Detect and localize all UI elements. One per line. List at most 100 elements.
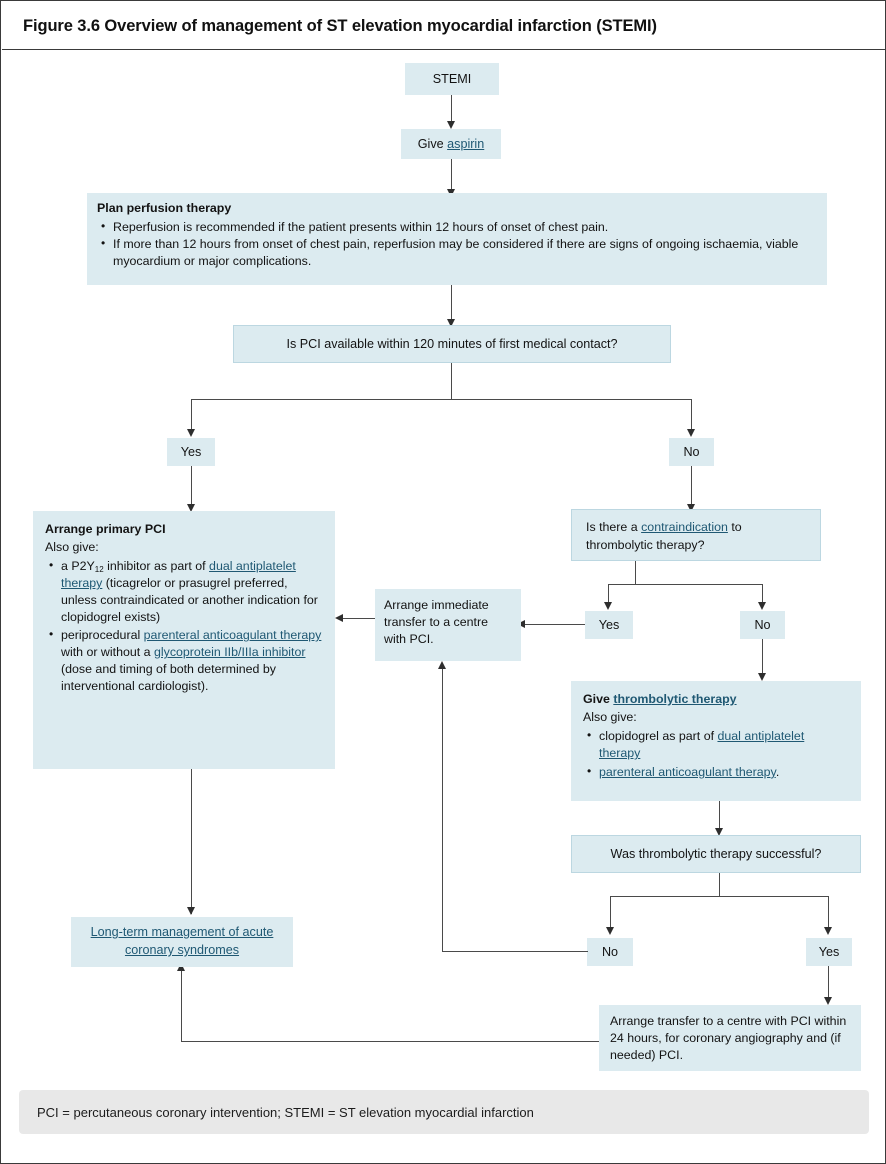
node-immediate-transfer-label: Arrange immediate transfer to a centre w… [384, 598, 489, 647]
link-dual-antiplatelet-therapy[interactable]: dual antiplatelet therapy [61, 559, 296, 591]
arrowhead-up-immediate-transfer [438, 661, 446, 669]
connector-primary-pci-to-longterm [191, 769, 193, 914]
node-yes-pci: Yes [167, 438, 215, 466]
connector-no-success-back-h [442, 951, 588, 953]
connector-yes-contra-to-transfer [525, 624, 585, 626]
node-yes-pci-label: Yes [180, 444, 202, 459]
link-glycoprotein-inhibitor[interactable]: glycoprotein IIb/IIIa inhibitor [153, 645, 306, 660]
connector-contra-split-stem [635, 561, 637, 585]
node-pci-available: Is PCI available within 120 minutes of f… [233, 325, 671, 363]
contraindication-suffix: to thrombolytic therapy? [586, 520, 742, 552]
arrowhead-down-yes-contra [604, 602, 612, 610]
node-contraindication: Is there a contraindication to thromboly… [571, 509, 821, 561]
p2y-subscript: 12 [94, 565, 104, 575]
link-aspirin[interactable]: aspirin [447, 136, 485, 151]
connector-pci-split-bar [191, 399, 692, 401]
arrowhead-down-longterm [187, 907, 195, 915]
arrowhead-down-no-contra [758, 602, 766, 610]
node-transfer-24h: Arrange transfer to a centre with PCI wi… [599, 1005, 861, 1071]
connector-transfer24-to-longterm-h [181, 1041, 599, 1043]
connector-aspirin-to-plan [451, 159, 453, 191]
node-no-success-label: No [601, 944, 619, 959]
connector-pci-split-stem [451, 363, 453, 400]
connector-no-success-back-v [442, 669, 444, 952]
footnote-text: PCI = percutaneous coronary intervention… [37, 1104, 534, 1120]
arrowhead-up-longterm [177, 963, 185, 971]
periprocedural-suffix: (dose and timing of both determined by i… [61, 661, 276, 693]
connector-pci-split-left [191, 399, 193, 431]
link-contraindication[interactable]: contraindication [641, 520, 728, 534]
connector-contra-split-left [608, 584, 610, 604]
node-stemi-label: STEMI [432, 71, 472, 86]
p2y-mid: inhibitor as part of [103, 559, 210, 574]
connector-success-split-right [828, 896, 830, 931]
arrowhead-down-no-pci [687, 429, 695, 437]
arrowhead-left-primary-pci [335, 614, 343, 622]
periprocedural-prefix: periprocedural [61, 628, 144, 643]
node-no-pci-label: No [683, 444, 700, 459]
node-plan-perfusion: Plan perfusion therapy Reperfusion is re… [87, 193, 827, 285]
node-long-term-management: Long-term management of acute coronary s… [71, 917, 293, 967]
arrowhead-down-no-success [606, 927, 614, 935]
node-yes-success: Yes [806, 938, 852, 966]
connector-yes-to-primary-pci [191, 466, 193, 508]
node-no-success: No [587, 938, 633, 966]
connector-plan-to-pci-question [451, 285, 453, 323]
primary-pci-subtitle: Also give: [45, 539, 99, 554]
node-yes-success-label: Yes [818, 944, 840, 959]
thrombolytic-subtitle: Also give: [583, 709, 637, 724]
parenteral-suffix: . [775, 764, 780, 779]
thrombolytic-title: Give thrombolytic therapy [583, 691, 849, 708]
link-long-term-management[interactable]: Long-term management of acute coronary s… [90, 925, 274, 957]
primary-pci-title: Arrange primary PCI [45, 522, 166, 536]
link-thrombolytic-therapy[interactable]: thrombolytic therapy [613, 692, 737, 706]
node-transfer-24h-label: Arrange transfer to a centre with PCI wi… [610, 1014, 847, 1063]
connector-thrombolytic-to-success [719, 801, 721, 833]
thrombolytic-bullets: clopidogrel as part of dual antiplatelet… [583, 727, 849, 781]
node-no-contra-label: No [754, 617, 771, 632]
node-give-thrombolytic: Give thrombolytic therapy Also give: clo… [571, 681, 861, 801]
node-stemi: STEMI [405, 63, 499, 95]
title-divider [2, 49, 885, 50]
connector-transfer-to-primary-pci [343, 618, 375, 620]
connector-transfer24-to-longterm-v [181, 971, 183, 1042]
arrowhead-down-primary-pci [187, 504, 195, 512]
arrowhead-down-yes-pci [187, 429, 195, 437]
node-immediate-transfer: Arrange immediate transfer to a centre w… [375, 589, 521, 661]
node-thrombolytic-success-label: Was thrombolytic therapy successful? [610, 846, 822, 861]
link-parenteral-anticoagulant-therapy-2[interactable]: parenteral anticoagulant therapy [599, 764, 776, 779]
connector-pci-split-right [691, 399, 693, 431]
plan-perfusion-bullets: Reperfusion is recommended if the patien… [97, 218, 817, 270]
connector-no-to-contraindication [691, 466, 693, 508]
node-yes-contra-label: Yes [598, 617, 620, 632]
periprocedural-mid: with or without a [61, 645, 154, 660]
p2y-suffix: (ticagrelor or prasugrel preferred, unle… [61, 576, 318, 624]
node-pci-available-label: Is PCI available within 120 minutes of f… [286, 336, 618, 351]
list-item: parenteral anticoagulant therapy. [587, 763, 849, 781]
contraindication-prefix: Is there a [586, 520, 642, 534]
connector-yes-success-to-transfer24 [828, 966, 830, 1002]
p2y-prefix: a P2Y [61, 559, 95, 574]
arrowhead-down-transfer24 [824, 997, 832, 1005]
list-item: clopidogrel as part of dual antiplatelet… [587, 727, 849, 761]
node-no-pci: No [669, 438, 714, 466]
arrowhead-down-pci-question [447, 319, 455, 327]
node-no-contra: No [740, 611, 785, 639]
node-give-aspirin: Give aspirin [401, 129, 501, 159]
arrowhead-down-yes-success [824, 927, 832, 935]
link-dual-antiplatelet-therapy-2[interactable]: dual antiplatelet therapy [599, 729, 805, 761]
arrowhead-down-thrombolytic [758, 673, 766, 681]
node-thrombolytic-success: Was thrombolytic therapy successful? [571, 835, 861, 873]
connector-success-split-stem [719, 873, 721, 897]
link-parenteral-anticoagulant-therapy[interactable]: parenteral anticoagulant therapy [143, 628, 322, 643]
node-primary-pci: Arrange primary PCI Also give: a P2Y12 i… [33, 511, 335, 769]
figure-title: Figure 3.6 Overview of management of ST … [23, 17, 657, 35]
plan-perfusion-title: Plan perfusion therapy [97, 201, 232, 215]
list-item: a P2Y12 inhibitor as part of dual antipl… [49, 557, 323, 625]
arrowhead-left-immediate-transfer [517, 620, 525, 628]
primary-pci-bullets: a P2Y12 inhibitor as part of dual antipl… [45, 557, 323, 694]
clopidogrel-prefix: clopidogrel as part of [599, 729, 718, 744]
connector-success-split-bar [610, 896, 829, 898]
thrombolytic-title-prefix: Give [583, 692, 614, 706]
